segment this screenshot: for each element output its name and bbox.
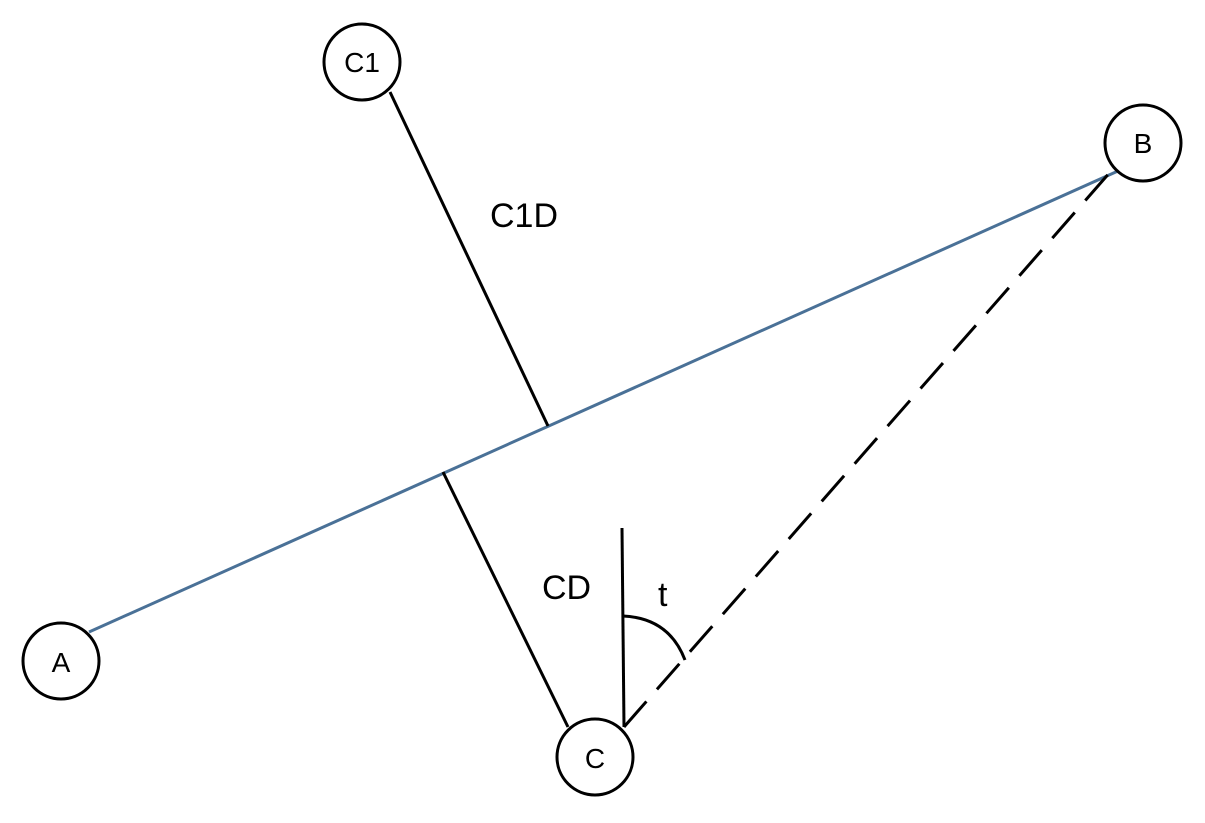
- node-b-label: B: [1134, 128, 1153, 159]
- node-c-circle: [555, 717, 635, 797]
- segment-cd: [441, 471, 570, 728]
- angle-t-arc: [622, 614, 687, 661]
- segment-c1d: [388, 91, 550, 427]
- node-c-label: C: [585, 743, 605, 774]
- node-b-circle: [1103, 103, 1183, 183]
- label-cd: CD: [542, 569, 591, 607]
- segment-ab: [88, 169, 1119, 634]
- node-a-label: A: [52, 647, 71, 678]
- node-c1-circle: [322, 22, 402, 102]
- segment-cb-dashed: [622, 169, 1114, 728]
- node-a: A: [21, 621, 101, 701]
- node-a-circle: [21, 621, 101, 701]
- node-b: B: [1103, 103, 1183, 183]
- node-c: C: [555, 717, 635, 797]
- node-c1: C1: [322, 22, 402, 102]
- node-c1-label: C1: [344, 47, 380, 78]
- label-c1d: C1D: [490, 197, 558, 235]
- vertical-reference-line: [620, 527, 626, 728]
- label-angle-t: t: [658, 576, 668, 614]
